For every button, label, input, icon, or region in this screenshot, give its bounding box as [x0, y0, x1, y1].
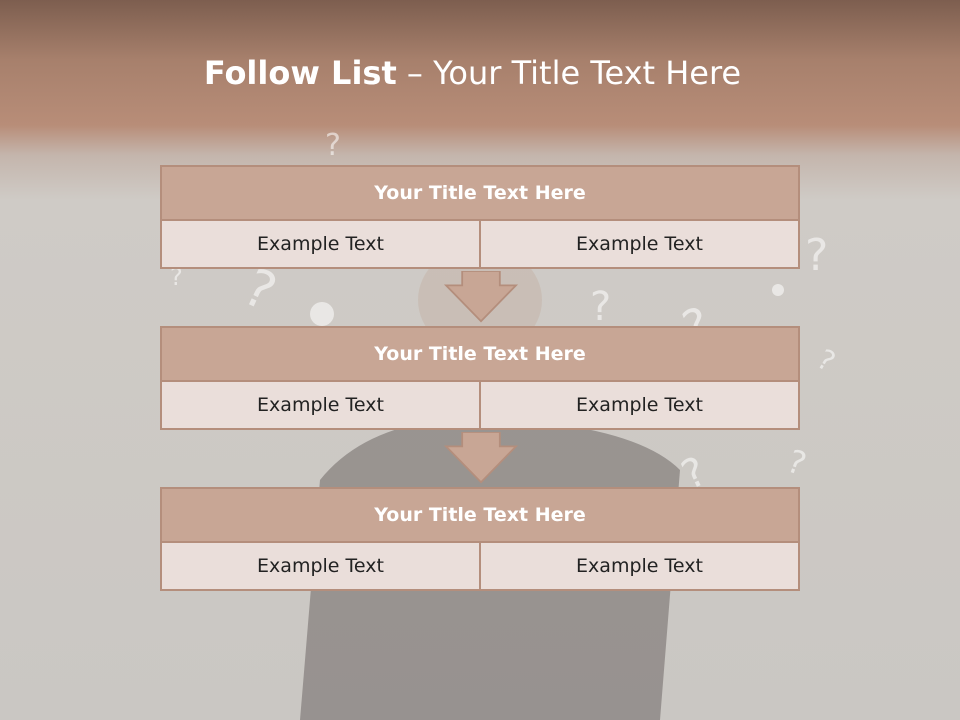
- block-cell-left: Example Text: [160, 382, 481, 430]
- down-arrow-icon: [443, 271, 519, 323]
- block-cell-left: Example Text: [160, 221, 481, 269]
- block-title: Your Title Text Here: [160, 326, 800, 382]
- block-cell-left: Example Text: [160, 543, 481, 591]
- block-row: Example Text Example Text: [160, 221, 800, 269]
- svg-text:?: ?: [325, 128, 341, 163]
- block-cell-right: Example Text: [481, 382, 800, 430]
- block-title: Your Title Text Here: [160, 487, 800, 543]
- list-block-3: Your Title Text Here Example Text Exampl…: [160, 487, 800, 591]
- list-block-2: Your Title Text Here Example Text Exampl…: [160, 326, 800, 430]
- down-arrow-icon: [443, 432, 519, 484]
- block-row: Example Text Example Text: [160, 382, 800, 430]
- block-cell-right: Example Text: [481, 221, 800, 269]
- svg-text:?: ?: [170, 263, 183, 291]
- slide-title-rest: – Your Title Text Here: [396, 54, 742, 92]
- svg-text:?: ?: [812, 342, 841, 378]
- block-title: Your Title Text Here: [160, 165, 800, 221]
- list-block-1: Your Title Text Here Example Text Exampl…: [160, 165, 800, 269]
- svg-text:?: ?: [805, 230, 828, 281]
- slide-title-bold: Follow List: [203, 54, 397, 92]
- svg-text:?: ?: [782, 442, 811, 484]
- svg-text:?: ?: [590, 284, 611, 330]
- block-row: Example Text Example Text: [160, 543, 800, 591]
- block-cell-right: Example Text: [481, 543, 800, 591]
- slide-title: Follow List – Your Title Text Here: [0, 54, 945, 92]
